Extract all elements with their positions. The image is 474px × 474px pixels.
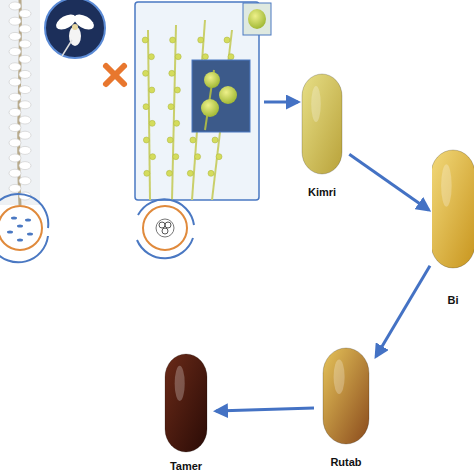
date-fruit xyxy=(160,352,212,472)
cross-symbol xyxy=(106,66,124,84)
floral-diagram-male xyxy=(0,194,48,262)
stage-label: Rutab xyxy=(318,456,374,468)
stage-arrow xyxy=(349,154,428,210)
fruit-stage-node: Bi xyxy=(432,148,474,306)
stage-arrow xyxy=(216,408,314,411)
fruit-stage-node: Tamer xyxy=(160,352,212,472)
flow-arrow xyxy=(264,101,298,104)
date-fruit xyxy=(318,346,374,468)
female-inflorescence xyxy=(135,2,271,200)
date-fruit xyxy=(432,148,474,306)
fruit-stage-node: Rutab xyxy=(318,346,374,468)
male-inflorescence xyxy=(0,0,40,205)
stage-label: Kimri xyxy=(298,186,346,198)
stage-label: Bi xyxy=(432,294,474,306)
date-fruit xyxy=(298,72,346,198)
fruit-stage-node: Kimri xyxy=(298,72,346,198)
stage-arrow xyxy=(376,266,430,357)
stage-label: Tamer xyxy=(160,460,212,472)
floral-diagram-female xyxy=(137,199,194,258)
male-flower-inset xyxy=(45,0,105,58)
